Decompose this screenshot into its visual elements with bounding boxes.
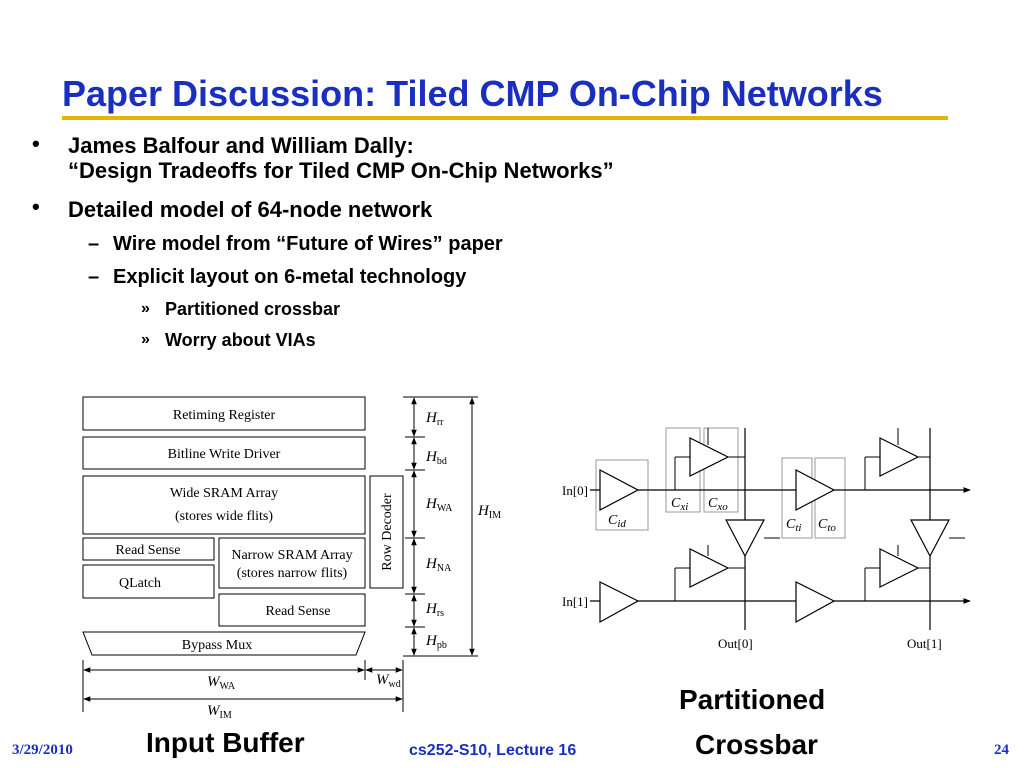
cap-box-cxo (703, 427, 739, 513)
read-sense-left-block (82, 537, 215, 561)
dim-w-wa: WWA (207, 674, 236, 692)
caption-input-buffer: Input Buffer (146, 727, 305, 758)
driver-mid1 (795, 581, 836, 624)
down-driver-1 (910, 519, 950, 558)
qlatch-label: QLatch (119, 576, 161, 591)
tap-driver-10 (689, 548, 730, 588)
label-out0: Out[0] (718, 636, 753, 651)
sub-sub-bullet-vias: Worry about VIAs (165, 330, 316, 350)
dim-w-im: WIM (207, 703, 232, 721)
label-in1: In[1] (562, 594, 588, 609)
cap-box-cid (595, 459, 649, 531)
tap-driver-00 (689, 437, 730, 477)
read-sense-left-label: Read Sense (116, 543, 181, 558)
down-driver-0 (725, 519, 765, 558)
narrow-sram-block (218, 537, 366, 589)
label-in0: In[0] (562, 483, 588, 498)
footer-page-number: 24 (994, 742, 1009, 758)
dim-h-im: HIM (477, 503, 501, 521)
title-underline (62, 116, 948, 120)
cap-cid: Cid (608, 513, 626, 530)
cap-cxi: Cxi (671, 496, 688, 513)
dim-h-bd: Hbd (425, 449, 447, 467)
dim-h-na: HNA (425, 556, 452, 574)
wide-sram-block (82, 475, 366, 535)
bullet-network-model: Detailed model of 64-node network (68, 197, 433, 222)
caption-crossbar: Crossbar (695, 729, 818, 760)
sub-sub-bullet-crossbar: Partitioned crossbar (165, 299, 341, 319)
dash-marker: – (88, 233, 100, 255)
arrow-marker: » (141, 331, 150, 348)
dim-w-wd: Wwd (376, 672, 401, 690)
bypass-mux-block (82, 631, 366, 656)
cap-cto: Cto (818, 517, 836, 534)
driver-in1 (599, 581, 640, 624)
wide-sram-sub-label: (stores wide flits) (175, 509, 273, 524)
bullet-marker: • (32, 194, 40, 219)
footer-course: cs252-S10, Lecture 16 (409, 742, 577, 759)
bullet-paper-title: “Design Tradeoffs for Tiled CMP On-Chip … (68, 158, 614, 183)
caption-partitioned: Partitioned (679, 684, 826, 715)
read-sense-right-label: Read Sense (266, 604, 331, 619)
arrow-marker: » (141, 300, 150, 317)
bullet-authors: James Balfour and William Dally: (68, 133, 414, 158)
driver-in0 (599, 469, 640, 511)
bitline-write-driver-label: Bitline Write Driver (168, 447, 281, 462)
dim-h-rr: Hrr (425, 410, 444, 428)
tap-driver-01 (879, 437, 920, 477)
dim-h-wa: HWA (425, 496, 453, 514)
narrow-sram-sub-label: (stores narrow flits) (237, 566, 348, 581)
tap-driver-11 (879, 548, 920, 588)
wide-sram-label: Wide SRAM Array (170, 486, 278, 501)
sub-bullet-layout: Explicit layout on 6-metal technology (113, 266, 467, 288)
dash-marker: – (88, 266, 100, 288)
bullet-marker: • (32, 131, 40, 156)
sub-bullet-wire-model: Wire model from “Future of Wires” paper (113, 233, 503, 255)
bypass-mux-label: Bypass Mux (182, 638, 252, 653)
read-sense-right-block (218, 593, 366, 627)
slide-title: Paper Discussion: Tiled CMP On-Chip Netw… (62, 73, 883, 114)
dim-h-pb: Hpb (425, 633, 447, 651)
row-decoder-block (369, 475, 404, 589)
retiming-register-block (82, 396, 366, 431)
cap-cti: Cti (786, 517, 801, 534)
driver-mid0 (795, 469, 836, 511)
qlatch-block (82, 564, 215, 599)
retiming-register-label: Retiming Register (173, 408, 276, 423)
footer-date: 3/29/2010 (12, 742, 73, 758)
row-decoder-label: Row Decoder (380, 493, 395, 571)
bitline-write-driver-block (82, 436, 366, 470)
label-out1: Out[1] (907, 636, 942, 651)
cap-cxo: Cxo (708, 496, 728, 513)
narrow-sram-label: Narrow SRAM Array (231, 548, 352, 563)
dim-h-rs: Hrs (425, 601, 444, 619)
